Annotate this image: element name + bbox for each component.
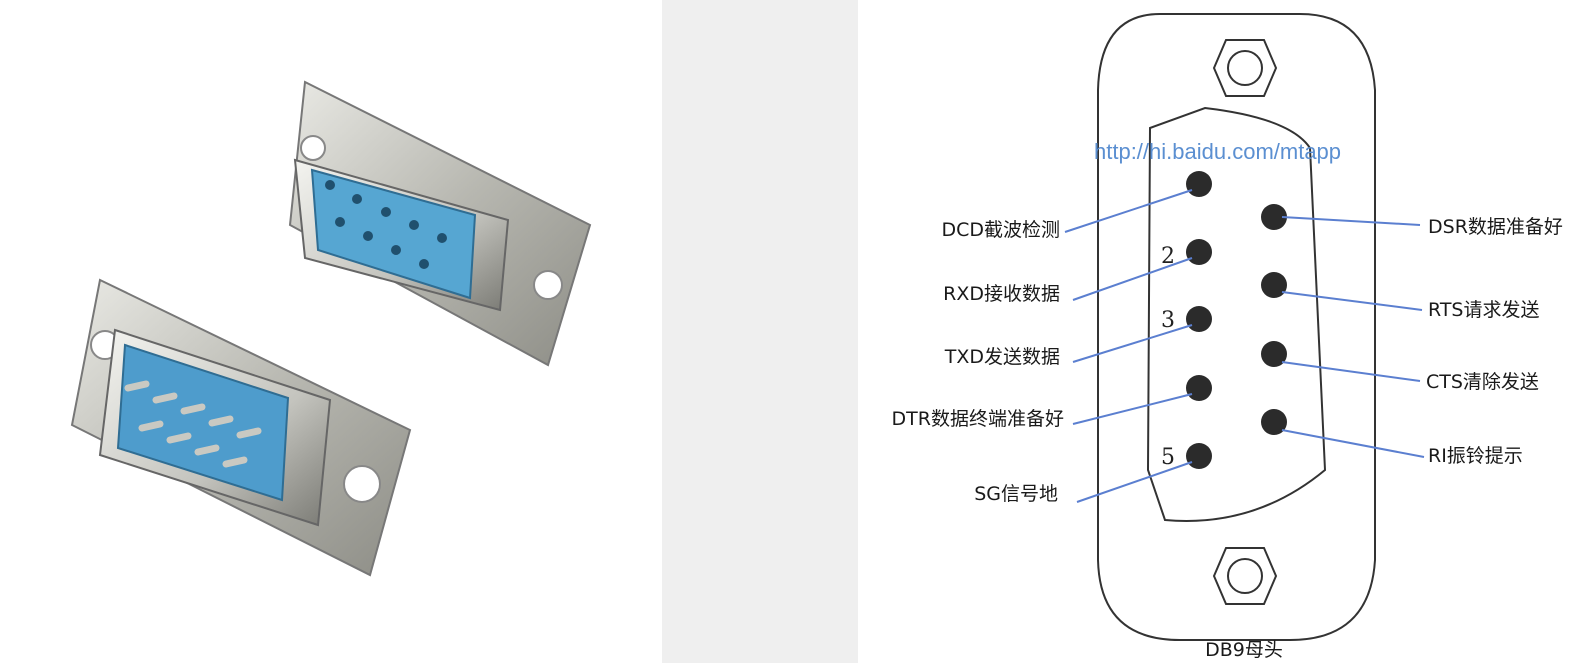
- mounting-hole: [300, 135, 326, 161]
- mounting-hole: [343, 465, 381, 503]
- connector-photo-illustration: [70, 80, 592, 577]
- pin-8: [1261, 341, 1287, 367]
- label-dcd: DCD截波检测: [941, 219, 1060, 241]
- leader-line-dcd: [1064, 189, 1193, 233]
- pin-number-5: 5: [1161, 445, 1175, 470]
- pin-1: [1186, 171, 1212, 197]
- leader-line-dsr: [1281, 216, 1421, 226]
- mounting-hole: [533, 270, 563, 300]
- leader-line-cts: [1281, 361, 1421, 382]
- label-txd: TXD发送数据: [944, 346, 1060, 368]
- pin-4: [1186, 375, 1212, 401]
- connector-photo: [0, 0, 662, 663]
- pin-2: [1186, 239, 1212, 265]
- screw-bottom: [1212, 547, 1278, 605]
- screw-top: [1212, 39, 1278, 97]
- connector-outline: [1097, 13, 1376, 641]
- pin-number-2: 2: [1161, 244, 1175, 269]
- label-dtr: DTR数据终端准备好: [892, 408, 1064, 430]
- label-cts: CTS清除发送: [1426, 371, 1539, 393]
- label-sg: SG信号地: [974, 483, 1058, 505]
- leader-line-rxd: [1072, 257, 1193, 301]
- label-rxd: RXD接收数据: [943, 283, 1060, 305]
- pin-3: [1186, 306, 1212, 332]
- pin-9: [1261, 409, 1287, 435]
- female-connector: [288, 80, 592, 367]
- label-dsr: DSR数据准备好: [1428, 216, 1563, 238]
- leader-line-rts: [1281, 291, 1423, 311]
- pin-number-3: 3: [1161, 308, 1175, 333]
- male-connector: [70, 278, 412, 577]
- diagram-caption: DB9母头: [1205, 639, 1283, 661]
- leader-line-dtr: [1072, 393, 1193, 425]
- watermark-url: http://hi.baidu.com/mtapp: [1094, 139, 1341, 164]
- label-ri: RI振铃提示: [1428, 445, 1523, 467]
- pin-shell: [1146, 106, 1327, 522]
- pinout-drawing: http://hi.baidu.com/mtapp 2 3 5 DCD截波检测 …: [892, 13, 1563, 661]
- label-rts: RTS请求发送: [1428, 299, 1540, 321]
- pin-6: [1261, 204, 1287, 230]
- leader-line-ri: [1281, 429, 1425, 458]
- db9-pinout-diagram: http://hi.baidu.com/mtapp 2 3 5 DCD截波检测 …: [858, 0, 1595, 663]
- leader-line-sg: [1076, 461, 1193, 503]
- leader-line-txd: [1072, 324, 1193, 363]
- pin-7: [1261, 272, 1287, 298]
- pin-5: [1186, 443, 1212, 469]
